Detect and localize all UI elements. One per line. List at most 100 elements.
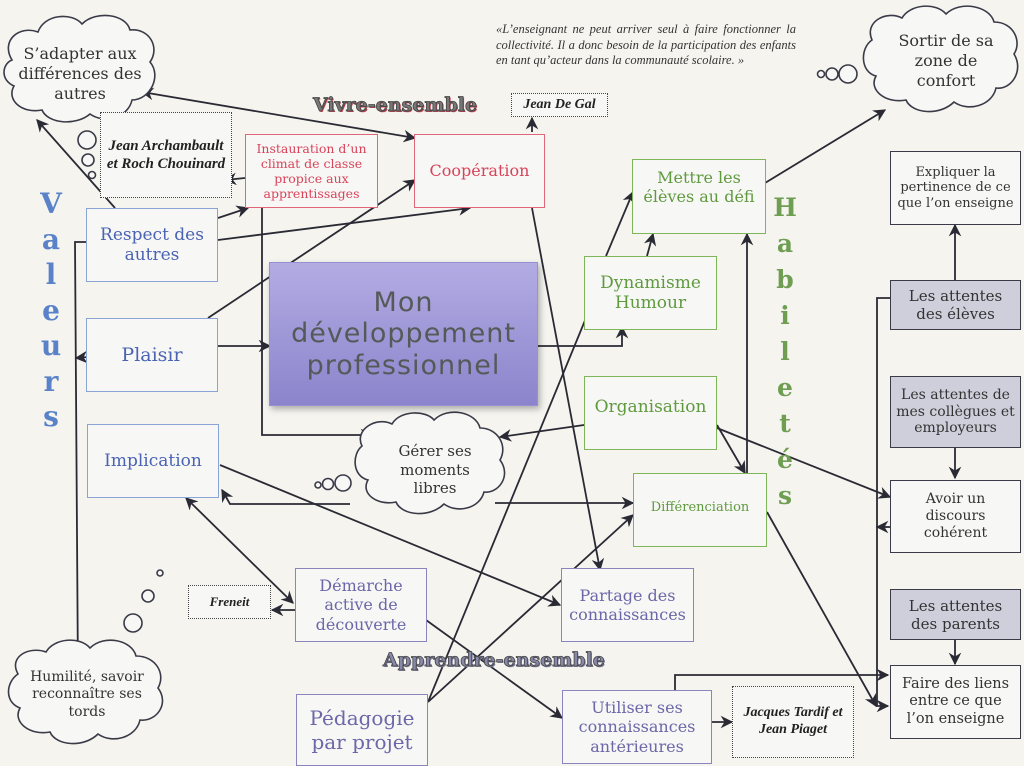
ref-tardif-text: Jacques Tardif et Jean Piaget bbox=[743, 705, 843, 737]
ref-archambault-text: Jean Archambault et Roch Chouinard bbox=[106, 138, 226, 172]
arrow-dynamisme-defi bbox=[605, 190, 635, 257]
cloud-humilite-bubble-3 bbox=[156, 569, 164, 577]
center-node[interactable]: Mon développement professionnel bbox=[269, 262, 538, 406]
valeurs-letter: a bbox=[41, 222, 61, 256]
node-attentes-eleves-text: Les attentes des élèves bbox=[908, 287, 1003, 323]
node-attentes-collegues-text: Les attentes de mes collègues et employe… bbox=[896, 386, 1015, 437]
habiletes-letter: i bbox=[780, 301, 790, 330]
cloud-confort-shape bbox=[862, 5, 1019, 113]
ref-freinet: Freneit bbox=[188, 585, 271, 619]
cloud-adapter-bubble-3 bbox=[87, 170, 97, 180]
arrow-plaisir-cooperation bbox=[207, 179, 417, 319]
cloud-adapter: S’adapter aux différences des autres bbox=[10, 38, 150, 110]
node-partage[interactable]: Partage des connaissances bbox=[561, 568, 694, 642]
node-defi[interactable]: Mettre les élèves au défi bbox=[632, 159, 766, 234]
node-differenciation[interactable]: Différenciation bbox=[633, 473, 767, 547]
habiletes-letter: t bbox=[779, 409, 791, 438]
line-respect-bracket bbox=[71, 241, 86, 682]
node-respect-text: Respect des autres bbox=[100, 224, 204, 265]
arrow-pedagogie-differenciation bbox=[427, 514, 634, 703]
node-demarche[interactable]: Démarche active de découverte bbox=[295, 568, 427, 642]
quote-text: «L’enseignant ne peut arriver seul à fai… bbox=[496, 22, 796, 68]
cloud-confort-bubble-3 bbox=[816, 69, 826, 79]
arrow-instauration-moments bbox=[261, 208, 374, 442]
cloud-moments-text: Gérer ses moments libres bbox=[398, 441, 472, 498]
habiletes-letter: e bbox=[777, 373, 793, 402]
habiletes-letter: l bbox=[780, 337, 790, 366]
center-line-2: développement bbox=[291, 318, 516, 350]
cloud-confort-bubble-2 bbox=[825, 67, 839, 81]
node-discours[interactable]: Avoir un discours cohérent bbox=[890, 480, 1021, 553]
node-dynamisme-text: Dynamisme Humour bbox=[600, 272, 701, 313]
node-utiliser-text: Utiliser ses connaissances antérieures bbox=[578, 698, 696, 756]
node-organisation[interactable]: Organisation bbox=[584, 376, 717, 450]
node-plaisir[interactable]: Plaisir bbox=[86, 318, 218, 392]
arrow-demarche-utiliser bbox=[425, 619, 564, 719]
node-attentes-collegues[interactable]: Les attentes de mes collègues et employe… bbox=[890, 376, 1021, 448]
cloud-humilite-shape bbox=[7, 639, 164, 745]
node-utiliser[interactable]: Utiliser ses connaissances antérieures bbox=[562, 690, 712, 764]
node-implication-text: Implication bbox=[104, 450, 202, 471]
arrow-differenciation-liens bbox=[766, 511, 877, 708]
arrow-center-dynamisme bbox=[538, 325, 629, 347]
cloud-confort-text: Sortir de sa zone de confort bbox=[898, 31, 994, 90]
valeurs-letter: s bbox=[43, 400, 59, 433]
node-instauration[interactable]: Instauration d’un climat de classe propi… bbox=[245, 134, 378, 208]
ref-jean-de-gal: Jean De Gal bbox=[511, 93, 608, 117]
habiletes-letter: s bbox=[777, 481, 793, 510]
arrow-cooperation-adapter bbox=[140, 87, 417, 143]
node-partage-text: Partage des connaissances bbox=[569, 585, 686, 624]
node-cooperation[interactable]: Coopération bbox=[414, 134, 545, 208]
arrow-implication-demarche bbox=[185, 497, 294, 604]
arrow-organisation-moments bbox=[498, 424, 585, 442]
arrow-respect-cooperation bbox=[217, 203, 472, 241]
node-defi-text: Mettre les élèves au défi bbox=[643, 168, 755, 207]
cloud-humilite-bubble-2 bbox=[141, 589, 155, 603]
habiletes-letter: b bbox=[776, 265, 794, 294]
node-attentes-parents[interactable]: Les attentes des parents bbox=[890, 589, 1021, 640]
node-expliquer[interactable]: Expliquer la pertinence de ce que l’on e… bbox=[890, 151, 1021, 225]
cloud-humilite-text: Humilité, savoir reconnaître ses tords bbox=[30, 668, 144, 720]
node-respect[interactable]: Respect des autres bbox=[86, 208, 218, 282]
node-pedagogie-text: Pédagogie par projet bbox=[309, 706, 415, 754]
arrow-utiliser-liens bbox=[674, 668, 890, 690]
arrow-implication-partage bbox=[219, 464, 562, 607]
valeurs-letter: l bbox=[45, 258, 57, 291]
arrow-dynamisme-defi-2 bbox=[643, 232, 657, 257]
cloud-moments-bubble-3 bbox=[314, 481, 322, 489]
node-cooperation-text: Coopération bbox=[429, 161, 530, 181]
cloud-adapter-bubble-1 bbox=[77, 130, 97, 150]
cloud-humilite: Humilité, savoir reconnaître ses tords bbox=[22, 660, 152, 730]
arrow-pedagogie-dynamisme bbox=[427, 317, 587, 703]
ref-jean-de-gal-text: Jean De Gal bbox=[523, 96, 596, 112]
ref-tardif: Jacques Tardif et Jean Piaget bbox=[732, 686, 854, 758]
node-discours-text: Avoir un discours cohérent bbox=[923, 491, 988, 541]
ref-archambault: Jean Archambault et Roch Chouinard bbox=[100, 112, 232, 198]
node-implication[interactable]: Implication bbox=[87, 424, 219, 498]
node-organisation-text: Organisation bbox=[594, 397, 707, 417]
node-liens[interactable]: Faire des liens entre ce que l’on enseig… bbox=[890, 665, 1021, 739]
habiletes-letter: é bbox=[777, 445, 793, 474]
node-pedagogie[interactable]: Pédagogie par projet bbox=[296, 694, 428, 766]
node-dynamisme[interactable]: Dynamisme Humour bbox=[584, 256, 717, 330]
section-title-vivre-ensemble: Vivre-ensemble bbox=[313, 94, 478, 117]
cloud-adapter-text: S’adapter aux différences des autres bbox=[18, 44, 142, 103]
line-attentes-bracket bbox=[876, 297, 890, 713]
habiletes-letter: H bbox=[773, 193, 797, 222]
node-plaisir-text: Plaisir bbox=[121, 343, 183, 366]
node-attentes-parents-text: Les attentes des parents bbox=[908, 596, 1003, 633]
cloud-moments-bubble-1 bbox=[334, 474, 352, 492]
valeurs-letter: V bbox=[40, 187, 62, 220]
node-attentes-eleves[interactable]: Les attentes des élèves bbox=[890, 280, 1021, 330]
cloud-humilite-bubble-1 bbox=[123, 613, 143, 633]
arrow-cooperation-partage bbox=[531, 207, 605, 572]
ref-freinet-text: Freneit bbox=[209, 594, 250, 610]
valeurs-letter: r bbox=[43, 364, 59, 398]
valeurs-letter: u bbox=[40, 329, 62, 362]
node-demarche-text: Démarche active de découverte bbox=[315, 576, 407, 634]
cloud-adapter-bubble-2 bbox=[81, 153, 95, 167]
node-differenciation-text: Différenciation bbox=[650, 500, 750, 515]
